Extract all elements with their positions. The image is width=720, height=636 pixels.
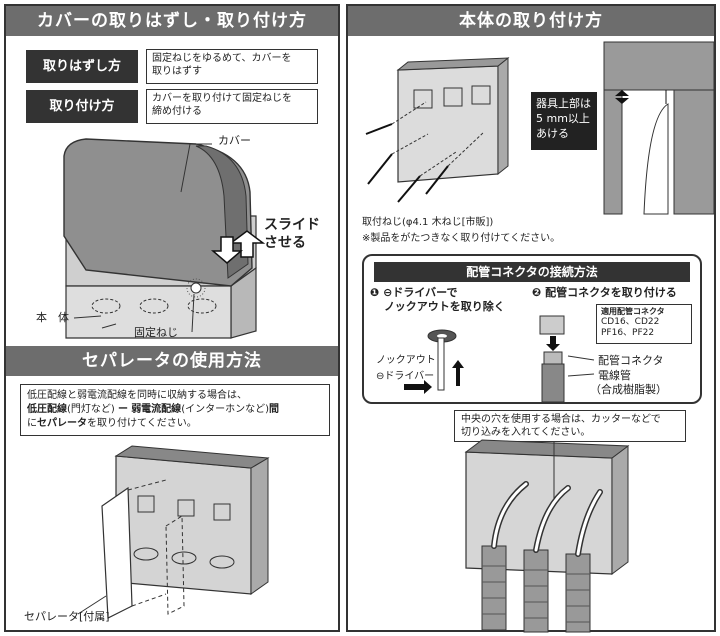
- connector-spec: 適用配管コネクタ CD16、CD22 PF16、PF22: [596, 304, 692, 344]
- driver-label: ⊖ドライバー: [376, 371, 435, 382]
- cover-label: カバー: [218, 134, 251, 147]
- center-hole-note: 中央の穴を使用する場合は、カッターなどで 切り込みを入れてください。: [454, 410, 686, 442]
- connector-box: 配管コネクタの接続方法 ❶ ⊖ドライバーで ノックアウトを取り除く ❷ 配管コネ…: [362, 254, 702, 404]
- step1-label: ❶ ⊖ドライバーで ノックアウトを取り除く: [370, 286, 505, 313]
- slide-label: スライド させる: [264, 217, 320, 251]
- screw-note: 取付ねじ(φ4.1 木ねじ[市販]): [362, 217, 494, 228]
- cover-illustration: [63, 138, 266, 339]
- cover-section-title: カバーの取りはずし・取り付け方: [6, 6, 338, 36]
- conduit-resin-label: （合成樹脂製）: [590, 383, 667, 396]
- remove-desc: 固定ねじをゆるめて、カバーを 取りはずす: [146, 49, 318, 84]
- connector-label: 配管コネクタ: [598, 354, 664, 367]
- caution-note: ※製品をがたつきなく取り付けてください。: [362, 233, 561, 244]
- knockout-illustration: [404, 315, 595, 403]
- left-panel: カバーの取りはずし・取り付け方 取りはずし方 固定ねじをゆるめて、カバーを 取り…: [4, 4, 340, 632]
- connector-title: 配管コネクタの接続方法: [374, 262, 690, 282]
- separator-illustration: [77, 445, 270, 619]
- separator-label: セパレータ[付属]: [24, 610, 110, 623]
- right-panel: 本体の取り付け方 器具上部は 5 mm以上: [346, 4, 716, 633]
- body-label: 本 体: [36, 311, 69, 324]
- conduit-label: 電線管: [598, 369, 631, 382]
- gap-callout: 器具上部は 5 mm以上 あける: [531, 92, 597, 150]
- body-mount-illustration: [365, 41, 715, 215]
- remove-tag: 取りはずし方: [26, 50, 138, 83]
- separator-section-title: セパレータの使用方法: [6, 346, 338, 376]
- fixing-screw-label: 固定ねじ: [134, 326, 178, 339]
- separator-desc: 低圧配線と弱電流配線を同時に収納する場合は、 低圧配線(門灯など) ー 弱電流配…: [20, 384, 330, 436]
- knockout-label: ノックアウト: [376, 355, 436, 366]
- step2-label: ❷ 配管コネクタを取り付ける: [532, 286, 677, 299]
- body-section-title: 本体の取り付け方: [348, 6, 714, 36]
- attach-desc: カバーを取り付けて固定ねじを 締め付ける: [146, 89, 318, 124]
- attach-tag: 取り付け方: [26, 90, 138, 123]
- wiring-illustration: [464, 439, 630, 633]
